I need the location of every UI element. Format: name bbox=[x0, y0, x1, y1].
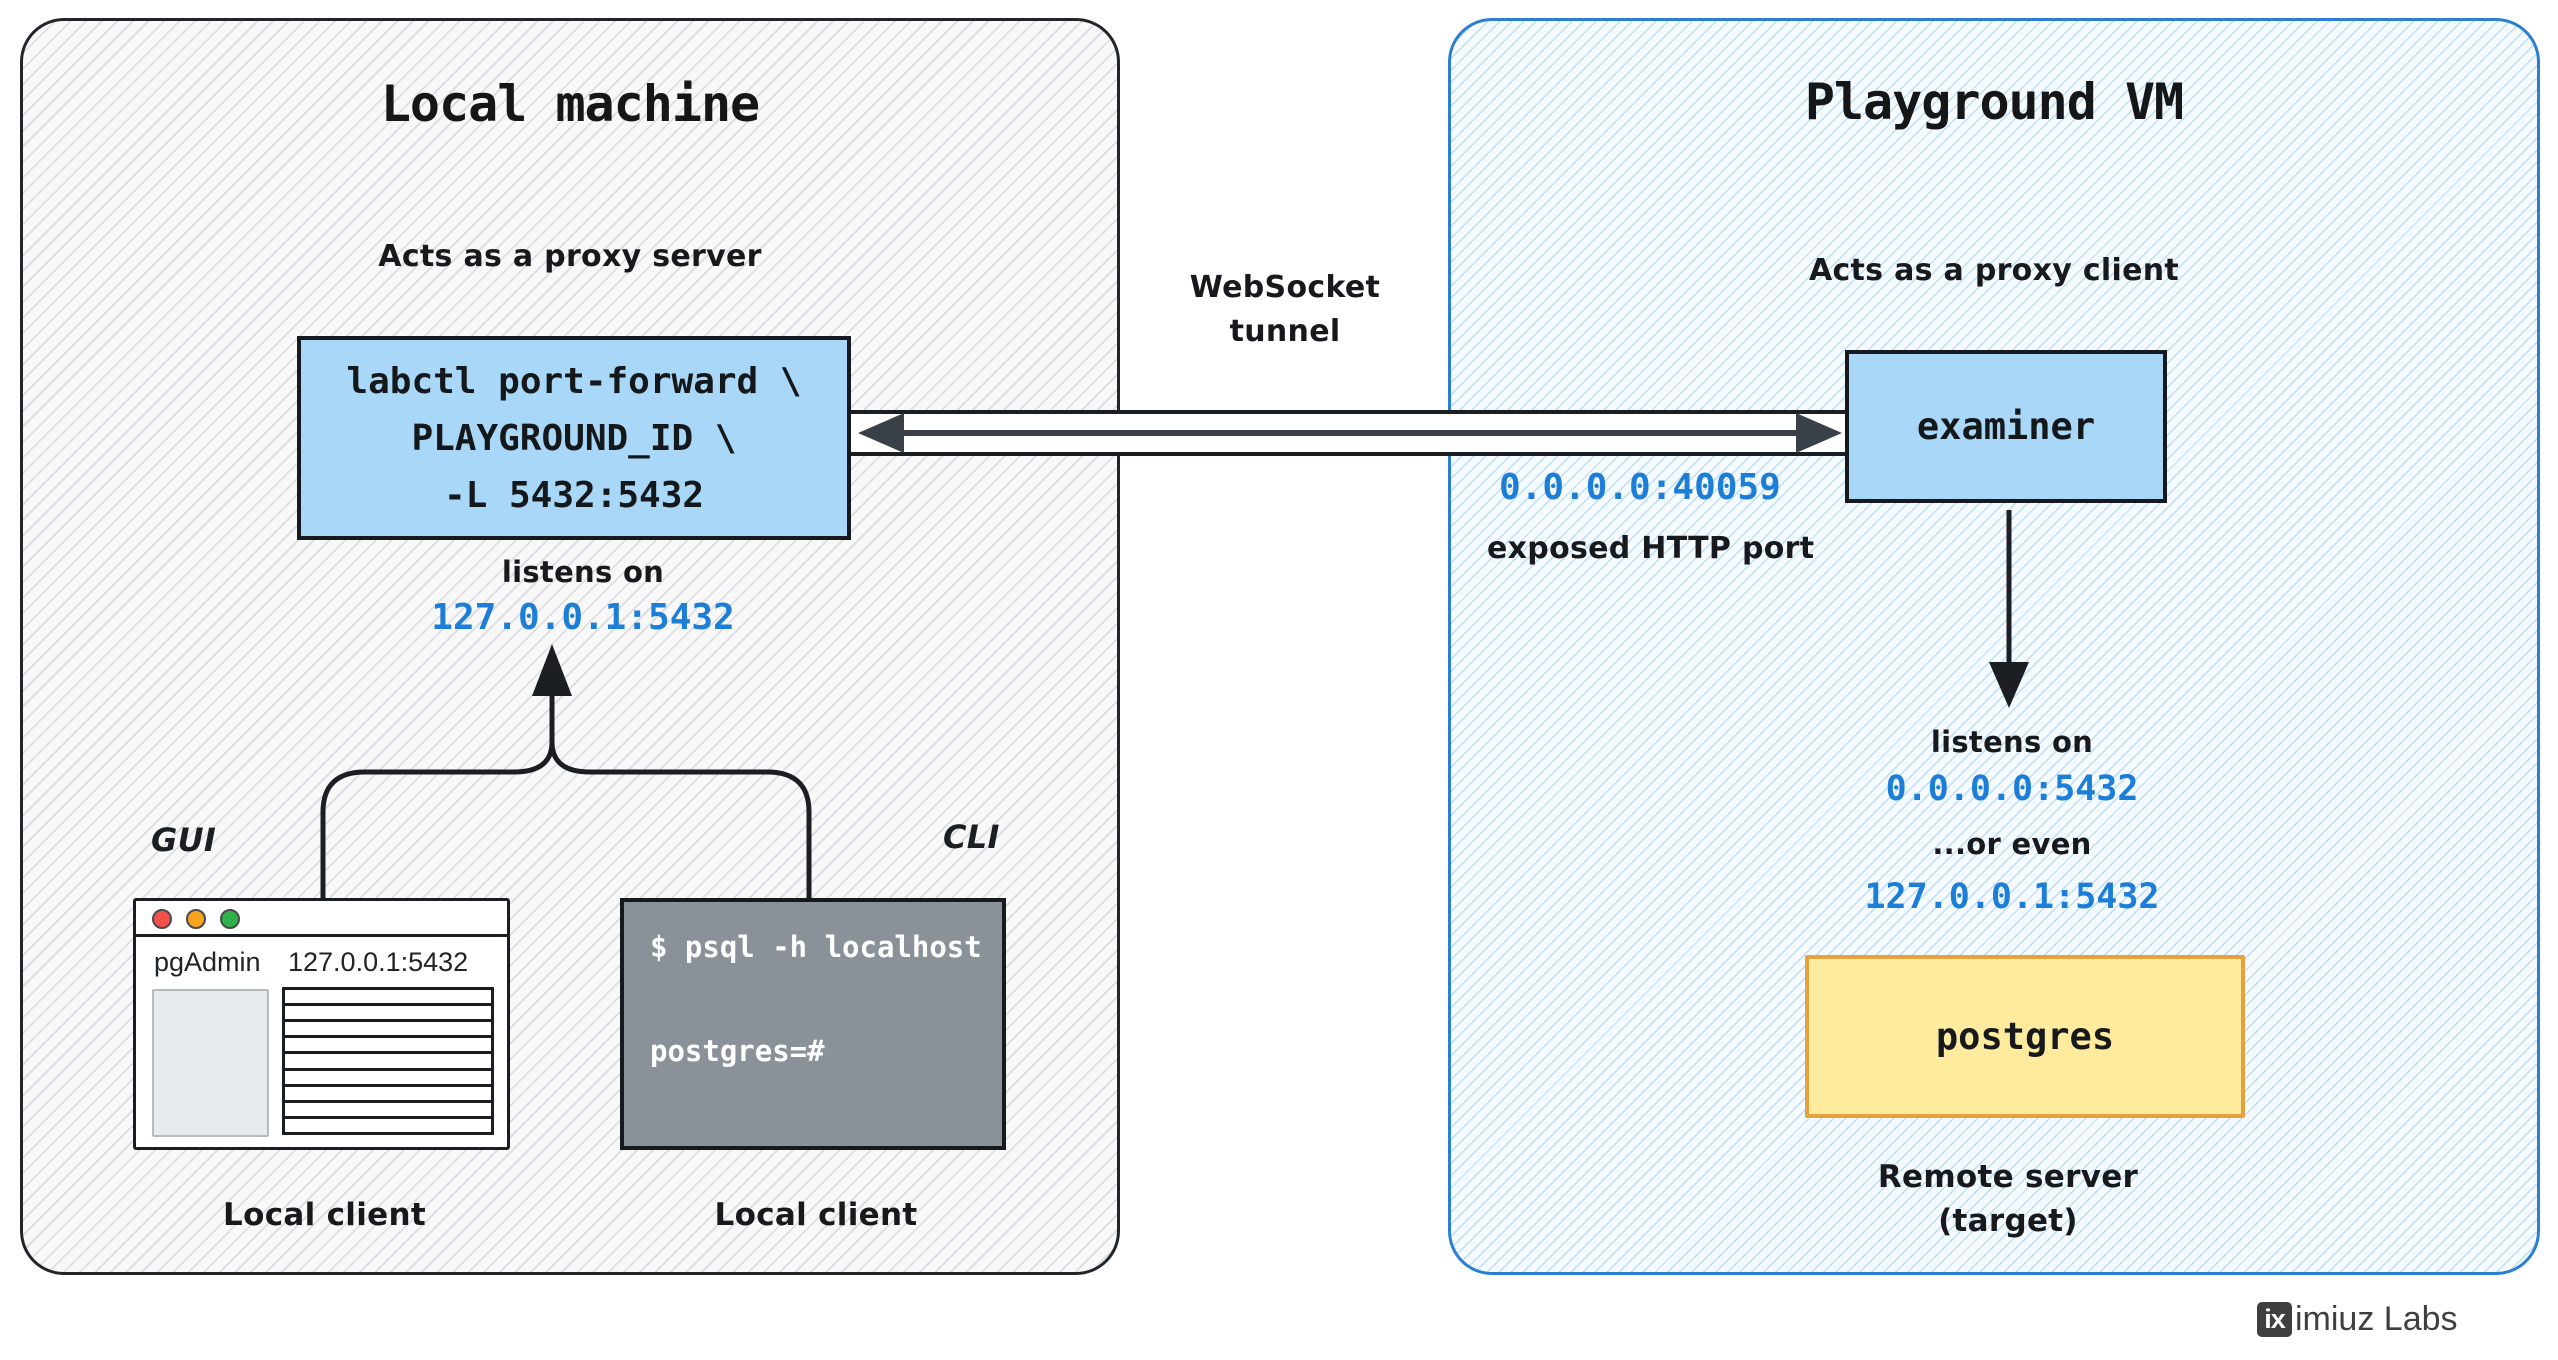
local-listen-address: 127.0.0.1:5432 bbox=[431, 597, 735, 638]
local-listens-label: listens on bbox=[501, 555, 665, 589]
terminal-line-1: $ psql -h localhost bbox=[650, 930, 982, 964]
table-row bbox=[285, 1071, 491, 1087]
command-line-2: PLAYGROUND_ID \ bbox=[411, 417, 737, 459]
playground-vm-title: Playground VM bbox=[1804, 73, 2184, 131]
vm-listens-label: listens on bbox=[1930, 725, 2094, 759]
pgadmin-app-name: pgAdmin bbox=[154, 947, 261, 977]
table-row bbox=[285, 1038, 491, 1055]
command-line-1: labctl port-forward \ bbox=[346, 360, 802, 402]
window-close-icon bbox=[152, 909, 172, 929]
examiner-label: examiner bbox=[1916, 405, 2096, 448]
websocket-tunnel-label-line2: tunnel bbox=[1229, 314, 1341, 349]
vm-listen-address-alt: 127.0.0.1:5432 bbox=[1864, 877, 2160, 917]
iximiuz-logo-monogram-icon: ix bbox=[2257, 1301, 2292, 1337]
websocket-tunnel-pipe bbox=[846, 410, 1848, 456]
table-row bbox=[285, 1119, 491, 1132]
proxy-client-note: Acts as a proxy client bbox=[1808, 253, 2180, 288]
labctl-command-box: labctl port-forward \ PLAYGROUND_ID \ -L… bbox=[297, 336, 851, 540]
examiner-box: examiner bbox=[1845, 350, 2167, 503]
vm-listen-address-primary: 0.0.0.0:5432 bbox=[1885, 769, 2139, 809]
exposed-http-address: 0.0.0.0:40059 bbox=[1499, 467, 1781, 508]
window-minimize-icon bbox=[186, 909, 206, 929]
iximiuz-labs-logo: ix imiuz Labs bbox=[2257, 1300, 2458, 1338]
terminal-line-2: postgres=# bbox=[650, 1034, 825, 1068]
gui-caption: Local client bbox=[223, 1197, 426, 1233]
pgadmin-connection-address: 127.0.0.1:5432 bbox=[288, 947, 469, 977]
pgadmin-titlebar bbox=[136, 901, 507, 937]
local-machine-title: Local machine bbox=[380, 75, 760, 133]
pgadmin-window: pgAdmin 127.0.0.1:5432 bbox=[133, 898, 510, 1150]
command-line-3: -L 5432:5432 bbox=[443, 474, 705, 516]
table-row bbox=[285, 1054, 491, 1071]
proxy-server-note: Acts as a proxy server bbox=[378, 239, 762, 274]
logo-monogram: ix bbox=[2264, 1303, 2286, 1334]
or-even-label: ...or even bbox=[1932, 827, 2092, 861]
cli-label: CLI bbox=[943, 818, 1000, 856]
remote-server-caption-line1: Remote server bbox=[1877, 1159, 2139, 1195]
terminal-window: $ psql -h localhost postgres=# bbox=[620, 898, 1006, 1150]
window-maximize-icon bbox=[220, 909, 240, 929]
table-row bbox=[285, 1087, 491, 1103]
table-row bbox=[285, 1006, 491, 1023]
table-row bbox=[285, 990, 491, 1007]
postgres-label: postgres bbox=[1935, 1015, 2115, 1058]
exposed-http-note: exposed HTTP port bbox=[1487, 531, 1815, 566]
cli-caption: Local client bbox=[714, 1197, 918, 1233]
gui-label: GUI bbox=[151, 821, 217, 859]
remote-server-caption-line2: (target) bbox=[1938, 1203, 2078, 1239]
pgadmin-results-table bbox=[282, 987, 494, 1135]
table-row bbox=[285, 1022, 491, 1039]
postgres-box: postgres bbox=[1805, 955, 2245, 1118]
logo-text: imiuz Labs bbox=[2295, 1299, 2458, 1338]
pgadmin-sidebar bbox=[152, 989, 269, 1137]
websocket-tunnel-label-line1: WebSocket bbox=[1189, 270, 1381, 305]
table-row bbox=[285, 1103, 491, 1119]
